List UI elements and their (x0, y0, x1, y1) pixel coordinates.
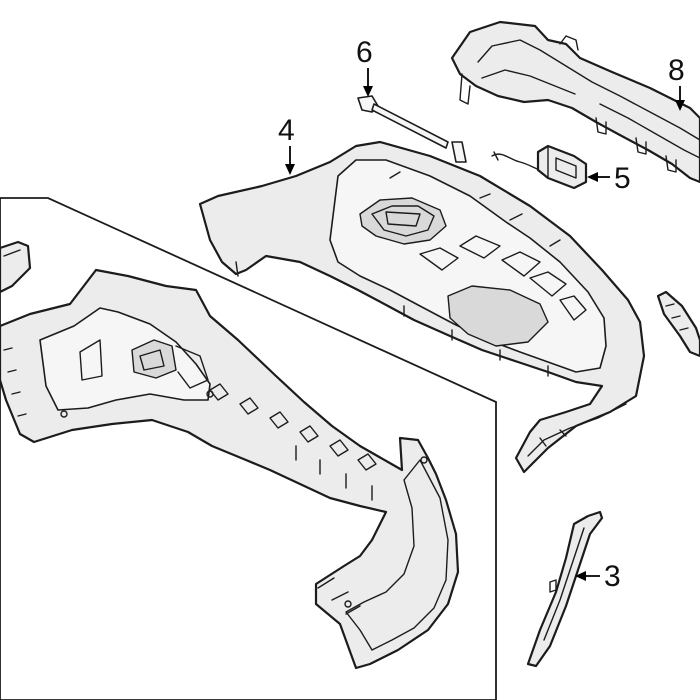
inset-bumper-underside[interactable] (0, 268, 460, 670)
inset-detail-view (0, 197, 497, 700)
bumper-support-rod[interactable] (357, 95, 467, 163)
callout-3-label: 3 (604, 560, 621, 593)
callout-6: 6 (356, 36, 373, 97)
callout-5-label: 5 (614, 162, 631, 195)
callout-5: 5 (587, 162, 631, 195)
callout-4-label: 4 (278, 114, 295, 147)
parking-sensor-module[interactable] (491, 144, 588, 190)
inset-mount-bracket[interactable] (0, 240, 32, 294)
callout-3: 3 (575, 560, 621, 593)
energy-absorber-bracket[interactable] (450, 20, 700, 184)
callout-6-label: 6 (356, 36, 373, 69)
callout-8: 8 (668, 54, 685, 111)
rear-bumper-cover[interactable] (198, 140, 646, 474)
side-retainer-bracket[interactable] (656, 290, 700, 358)
rear-reflector-strip[interactable] (526, 510, 604, 668)
callout-8-label: 8 (668, 54, 685, 87)
callout-4: 4 (278, 114, 295, 175)
